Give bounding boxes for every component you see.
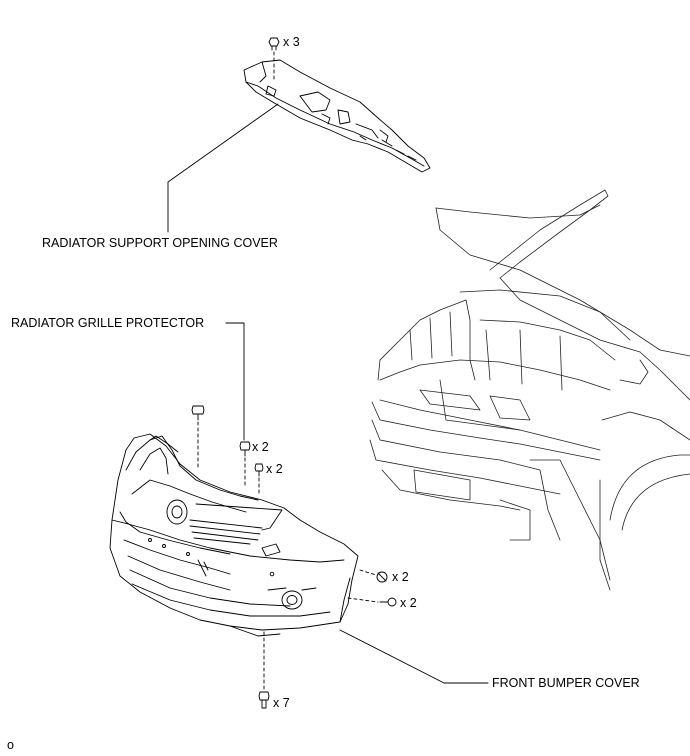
corner-mark: o [7, 738, 14, 752]
side-bolt-quantity: x 2 [392, 570, 409, 584]
grille-clip-a-quantity: x 2 [252, 440, 269, 454]
grille-protector-clip-icon [239, 441, 251, 457]
top-clip-quantity: x 3 [283, 35, 300, 49]
bottom-screw-quantity: x 7 [273, 696, 290, 710]
top-clip-icon [268, 37, 280, 51]
side-screw-icon [379, 597, 397, 607]
radiator-grille-protector-label: RADIATOR GRILLE PROTECTOR [11, 316, 205, 330]
upper-grille-bolt-icon [191, 405, 205, 421]
second-grille-clip-icon [254, 463, 264, 477]
bottom-screw-icon [258, 691, 270, 709]
front-bumper-cover-label: FRONT BUMPER COVER [492, 676, 640, 690]
radiator-support-opening-cover-part [243, 59, 431, 173]
side-screw-quantity: x 2 [400, 596, 417, 610]
vehicle-front-outline [369, 189, 690, 591]
grille-clip-b-quantity: x 2 [266, 462, 283, 476]
side-bolt-icon [376, 571, 388, 583]
radiator-support-opening-cover-label: RADIATOR SUPPORT OPENING COVER [42, 236, 278, 250]
front-bumper-cover-part [109, 433, 359, 637]
